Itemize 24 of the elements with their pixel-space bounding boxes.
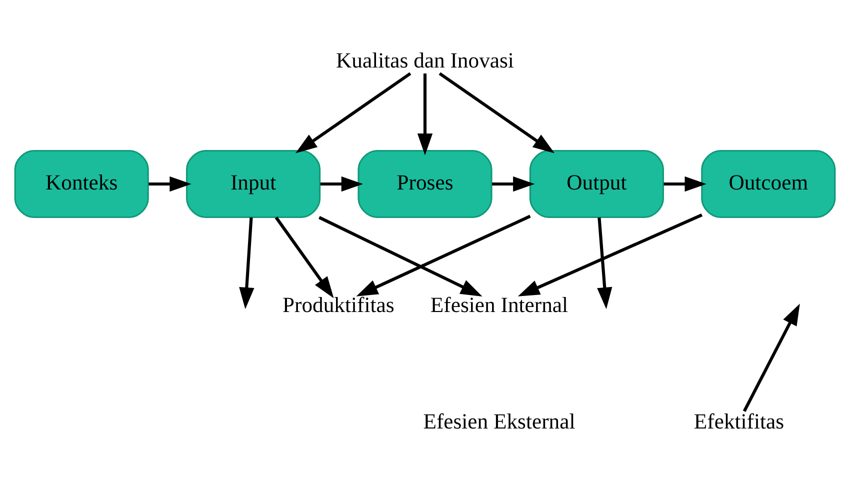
arrow	[518, 213, 702, 296]
arrow	[438, 72, 555, 153]
arrow	[148, 176, 192, 192]
node-text: Kualitas dan Inovasi	[336, 48, 514, 72]
arrow	[320, 176, 364, 192]
node-box: Outcoem	[701, 149, 836, 218]
arrow	[274, 216, 334, 298]
arrow	[742, 303, 800, 412]
node-text: Efektifitas	[694, 409, 784, 434]
arrow	[417, 72, 433, 155]
arrow	[664, 176, 706, 192]
node-text: Efesien Internal	[430, 292, 568, 316]
label: Efesien Eksternal	[423, 409, 576, 434]
arrow	[492, 176, 535, 192]
arrow	[318, 216, 482, 296]
node-text: Produktifitas	[282, 292, 394, 316]
node-box: Konteks	[14, 149, 149, 218]
node-box: Output	[529, 149, 664, 218]
arrow	[356, 214, 531, 296]
node-box: Proses	[358, 149, 492, 218]
arrow	[597, 216, 612, 309]
arrow	[239, 216, 254, 309]
node-box: Input	[186, 149, 321, 218]
arrow	[295, 72, 412, 153]
